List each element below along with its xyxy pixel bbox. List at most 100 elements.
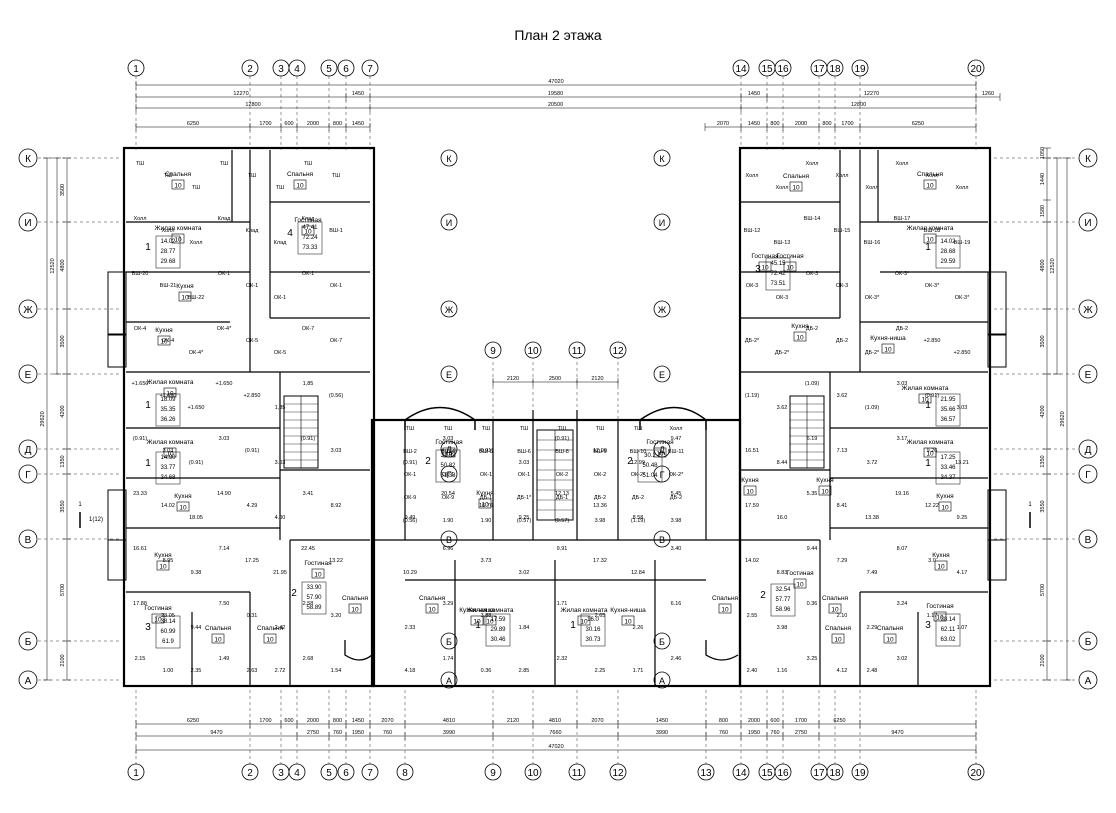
- apartment-area-living: 31.63: [440, 453, 456, 459]
- apartment-number: 3: [145, 622, 151, 633]
- plan-annotation: 7.14: [219, 546, 230, 552]
- room-area: 10: [926, 451, 934, 458]
- dim-left-label: 4800: [60, 259, 66, 271]
- room-label: Кухня: [155, 327, 173, 334]
- plan-annotation: (0.91): [245, 448, 260, 454]
- room-label: Кухня: [932, 552, 950, 559]
- plan-annotation: +1.650: [216, 381, 233, 387]
- apartment-area-total-balcony: 73.33: [302, 245, 318, 251]
- axis-bubble-top: [241, 59, 259, 77]
- dim-left-label: 1350: [60, 455, 66, 467]
- dim-top-overall-label: 47020: [548, 79, 563, 85]
- axis-label-mid: 11: [572, 346, 583, 357]
- plan-annotation: ВШ-12: [744, 228, 761, 234]
- axis-label-bottom: 16: [777, 768, 789, 779]
- axis-bubble-inner: [440, 632, 458, 650]
- dim-bottom-row2-label: 760: [770, 730, 779, 736]
- plan-annotation: 9.91: [557, 546, 568, 552]
- plan-annotation: ОК-2: [594, 472, 606, 478]
- room-label: Кухня-ниша: [459, 607, 495, 614]
- plan-annotation: 1.84: [519, 625, 530, 631]
- plan-annotation: 3.03: [519, 460, 530, 466]
- axis-bubble-top: [826, 59, 844, 77]
- axis-label-left: Д: [25, 445, 32, 456]
- room-label: Спальня: [783, 173, 810, 180]
- plan-annotation: Холл: [896, 161, 909, 167]
- axis-bubble-top: [774, 59, 792, 77]
- room-area-box: [311, 568, 325, 579]
- room-area-box: [793, 331, 807, 342]
- room-area-box: [478, 498, 492, 509]
- bay-window: [705, 640, 739, 661]
- room-label: Гостиная: [435, 439, 463, 446]
- room-label: Жилая комната: [907, 439, 954, 446]
- dim-mid-block-label: 2500: [549, 376, 561, 382]
- plan-annotation: 2.63: [247, 668, 258, 674]
- axis-bubble-inner: [653, 530, 671, 548]
- room-area: 10: [481, 502, 489, 509]
- plan-annotation: 3.29: [443, 601, 454, 607]
- plan-annotation: 4.17: [957, 570, 968, 576]
- axis-bubble-mid: [609, 341, 627, 359]
- plan-annotation: ОК-1: [442, 472, 454, 478]
- plan-annotation: 10.29: [403, 570, 417, 576]
- apartment-number: 2: [291, 588, 297, 599]
- room-label: Кухня-ниша: [870, 335, 906, 342]
- apartment-area-box: [301, 581, 327, 615]
- dim-right-label: 1440: [1040, 173, 1046, 185]
- axis-bubble-top: [320, 59, 338, 77]
- apartment-area-total: 50.82: [440, 463, 456, 469]
- plan-annotation: 1.71: [557, 601, 568, 607]
- apartment-area-total: 50.48: [642, 463, 658, 469]
- plan-annotation: 2.32: [557, 656, 568, 662]
- axis-bubble-left: [18, 670, 38, 690]
- axis-bubble-bottom: [484, 763, 502, 781]
- dim-bottom-row2-label: 3990: [443, 730, 455, 736]
- axis-label-right: Б: [1085, 637, 1092, 648]
- apartment-area-total-balcony: 61.9: [162, 639, 174, 645]
- axis-label-top: 16: [777, 64, 789, 75]
- dim-bottom-row2-label: 9470: [891, 730, 903, 736]
- room-area-box: [881, 343, 895, 354]
- room-area-box: [211, 633, 225, 644]
- axis-bubble-inner: [440, 530, 458, 548]
- plan-annotation: ОК-3*: [955, 295, 970, 301]
- room-label: Спальня: [165, 171, 192, 178]
- room-label: Спальня: [822, 595, 849, 602]
- plan-annotation: 16.0: [777, 515, 788, 521]
- plan-annotation: 3.03: [331, 448, 342, 454]
- plan-annotation: Клад: [274, 240, 287, 246]
- axis-bubble-right: [1078, 439, 1098, 459]
- room-area-box: [621, 615, 635, 626]
- axis-label-right: И: [1084, 218, 1091, 229]
- room-area: 10: [656, 451, 664, 458]
- axis-label-bottom: 11: [572, 768, 583, 779]
- axis-bubble-mid: [484, 341, 502, 359]
- dim-top-row4-right-label: 1700: [841, 121, 853, 127]
- plan-annotation: ОК-3: [836, 283, 848, 289]
- axis-label-inner: К: [659, 154, 665, 164]
- plan-annotation: ДБ-2: [594, 495, 606, 501]
- plan-annotation: 9.44: [807, 546, 818, 552]
- dim-top-row3-label: 12800: [851, 102, 866, 108]
- plan-annotation: ОК-1: [274, 295, 286, 301]
- dim-bottom-row2-label: 760: [383, 730, 392, 736]
- axis-bubble-bottom: [320, 763, 338, 781]
- dim-top-row4-left-label: 800: [333, 121, 342, 127]
- balcony-left: [107, 271, 127, 335]
- apartment-area-living: 14.02: [940, 239, 956, 245]
- plan-annotation: ТШ: [482, 426, 490, 432]
- dim-bottom-row2-label: 3990: [656, 730, 668, 736]
- axis-label-top: 20: [970, 64, 982, 75]
- axis-bubble-bottom: [732, 763, 750, 781]
- room-area: 10: [160, 339, 168, 346]
- plan-annotation: ДБ-1: [556, 495, 568, 501]
- apartment-area-box: [935, 613, 961, 647]
- plan-annotation: ВШ-13: [774, 240, 791, 246]
- room-area: 10: [721, 607, 729, 614]
- plan-annotation: 8.41: [837, 503, 848, 509]
- apartment-area-living: 45.15: [770, 261, 786, 267]
- dim-bottom-row2-label: 7660: [549, 730, 561, 736]
- room-label: Жилая комната: [155, 225, 202, 232]
